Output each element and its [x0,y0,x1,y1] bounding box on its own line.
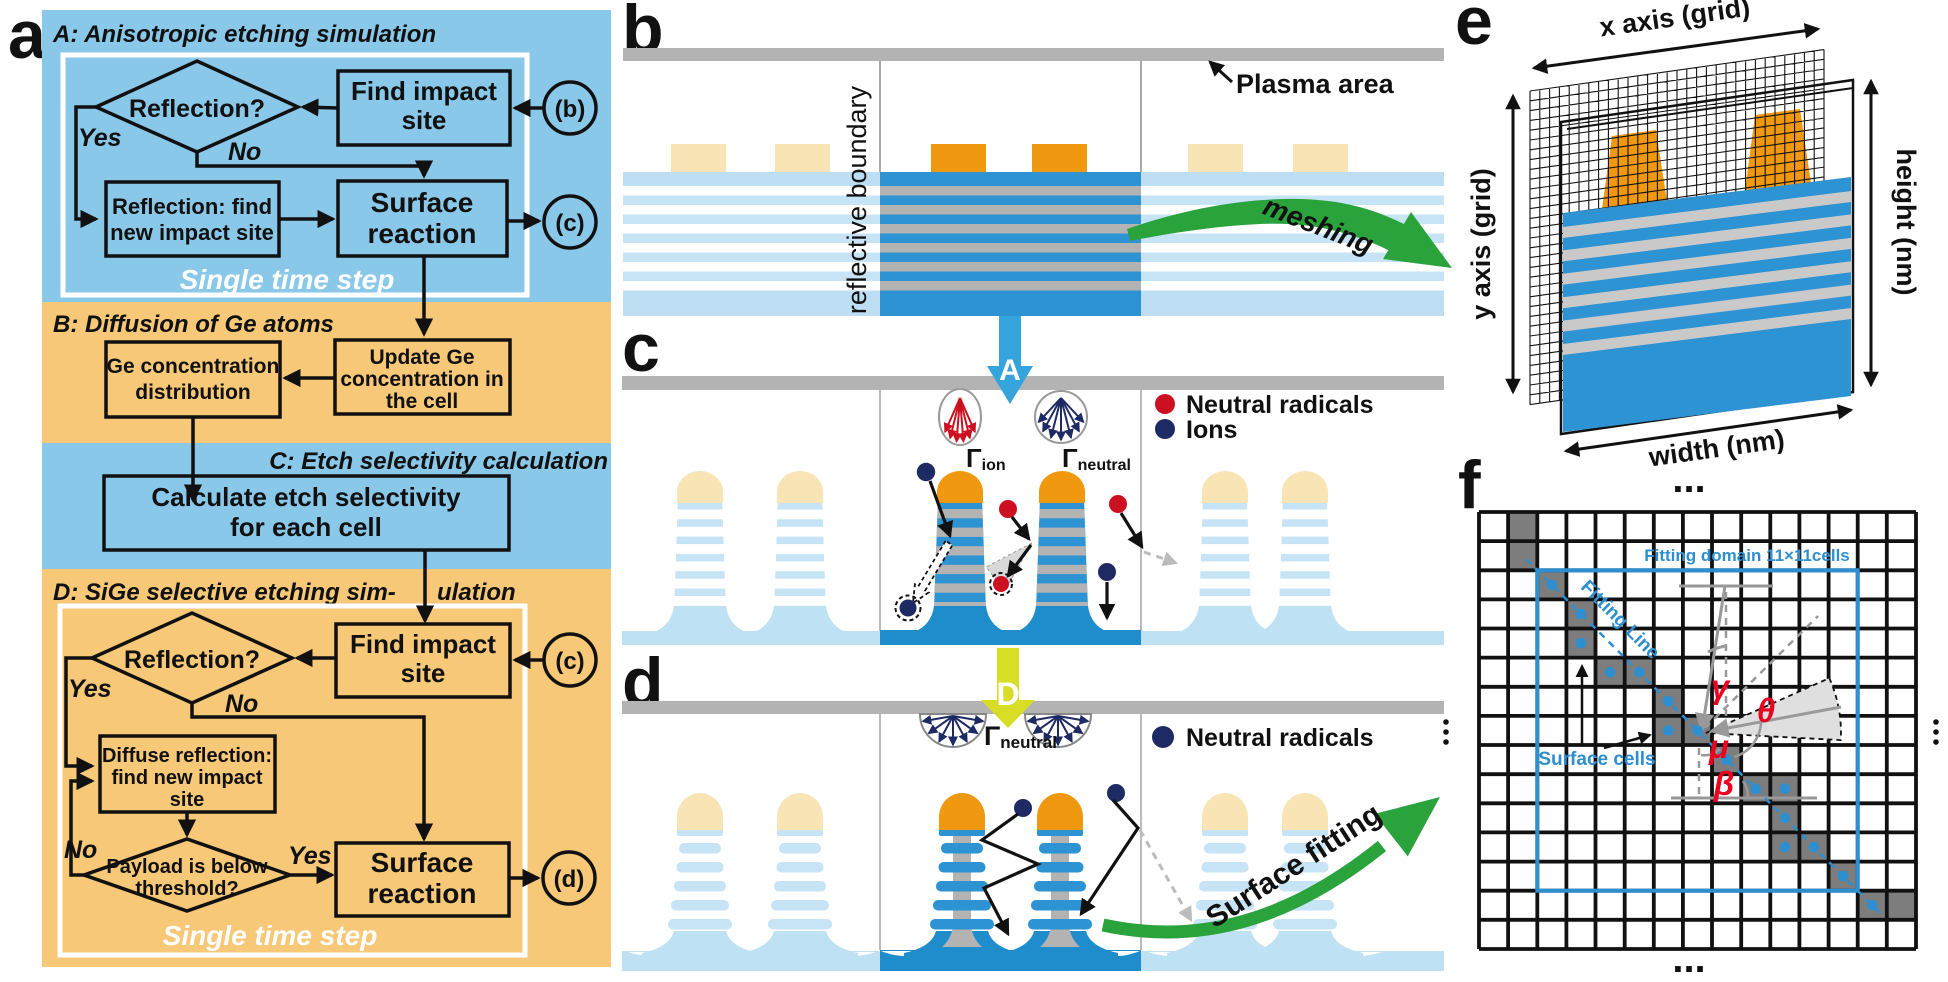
svg-text:Surface: Surface [371,187,474,218]
svg-text:C: Etch selectivity calculatio: C: Etch selectivity calculation [269,448,608,475]
svg-text:Single time step: Single time step [163,920,378,951]
svg-text:θ: θ [1757,692,1775,729]
svg-text:Yes: Yes [68,675,112,703]
svg-text:Calculate etch selectivity: Calculate etch selectivity [151,482,461,512]
svg-text:Plasma area: Plasma area [1236,69,1395,99]
svg-text:(c): (c) [555,648,584,675]
svg-text:f: f [1458,447,1481,523]
svg-text:concentration in: concentration in [340,368,503,391]
svg-text:Neutral radicals: Neutral radicals [1186,391,1374,419]
svg-text:reflective boundary: reflective boundary [842,85,872,314]
svg-text:Neutral radicals: Neutral radicals [1186,724,1374,752]
svg-text:for each cell: for each cell [230,512,382,542]
svg-text:threshold?: threshold? [135,878,238,900]
svg-text:Yes: Yes [78,124,122,152]
svg-text:D: SiGe selective etching sim: D: SiGe selective etching sim- [53,579,396,606]
svg-text:the cell: the cell [386,390,458,413]
svg-text:Ge concentration: Ge concentration [107,355,280,378]
svg-text:site: site [402,105,447,135]
svg-text:(c): (c) [555,210,584,237]
svg-text:distribution: distribution [135,381,250,404]
svg-text:Diffuse reflection:: Diffuse reflection: [102,745,272,767]
svg-text:Surface: Surface [371,847,474,878]
svg-text:No: No [228,138,261,166]
svg-text:new impact site: new impact site [110,220,274,245]
svg-text:find new impact: find new impact [111,767,262,789]
svg-text:Surface cells: Surface cells [1538,749,1655,770]
svg-text:...: ... [1672,457,1705,501]
svg-text:Fitting domain 11×11cells: Fitting domain 11×11cells [1644,546,1850,565]
svg-text:Payload is below: Payload is below [106,856,268,878]
svg-text:Find impact: Find impact [350,629,496,659]
svg-text:Update Ge: Update Ge [369,346,474,369]
svg-text:Ions: Ions [1186,416,1237,444]
svg-text:D: D [996,676,1019,712]
svg-text:μ: μ [1708,728,1729,765]
svg-text:No: No [64,836,97,864]
svg-text:γ: γ [1711,668,1731,705]
svg-text:Reflection?: Reflection? [124,646,260,674]
svg-text:height (nm): height (nm) [1891,149,1921,296]
svg-text:Reflection?: Reflection? [129,95,265,123]
svg-text:No: No [225,690,258,718]
svg-text:...: ... [1672,937,1705,981]
svg-text:Single time step: Single time step [180,264,395,295]
svg-text:Yes: Yes [288,842,332,870]
svg-text:e: e [1455,0,1493,59]
svg-text:Reflection: find: Reflection: find [112,194,272,219]
svg-text:Find impact: Find impact [351,76,497,106]
svg-text:A: A [999,354,1021,387]
svg-text:site: site [401,658,446,688]
svg-text:a: a [8,0,47,73]
svg-text:reaction: reaction [368,218,477,249]
svg-text:β: β [1713,765,1734,802]
svg-text:site: site [170,789,204,811]
svg-text:reaction: reaction [368,878,477,909]
svg-text:y axis (grid): y axis (grid) [1466,168,1496,320]
svg-text:(b): (b) [555,96,586,123]
svg-text:(d): (d) [554,866,585,893]
svg-text:ulation: ulation [437,579,516,606]
svg-text:c: c [622,310,660,386]
svg-text:A: Anisotropic etching simulat: A: Anisotropic etching simulation [52,21,436,48]
svg-text:B: Diffusion of Ge atoms: B: Diffusion of Ge atoms [53,311,334,338]
